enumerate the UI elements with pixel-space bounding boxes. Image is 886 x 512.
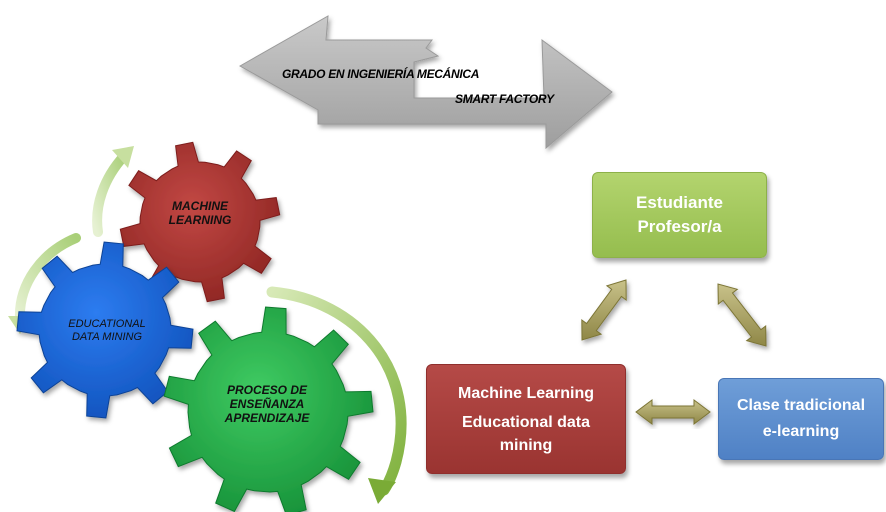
gear-ml-line-1: MACHINE (172, 199, 228, 213)
box-clase-line-2: e-learning (762, 423, 840, 440)
gear-proceso (163, 306, 374, 512)
box-estudiante-line-2: Profesor/a (637, 217, 722, 236)
gear-proceso-line-1: PROCESO DE (226, 383, 307, 397)
connector-machine-learning-clase (635, 399, 711, 425)
box-estudiante-line-1: Estudiante (636, 193, 723, 212)
gear-machine-learning-label: MACHINE LEARNING (150, 199, 250, 228)
banner-line-2: SMART FACTORY (455, 92, 554, 106)
connector-estudiante-clase (717, 283, 767, 347)
box-ml-line-1: Machine Learning (457, 384, 595, 402)
box-estudiante-profesor: Estudiante Profesor/a (592, 172, 767, 258)
gear-ml-line-2: LEARNING (168, 212, 232, 227)
gear-edm-line-1: EDUCATIONAL (68, 318, 146, 330)
connector-estudiante-machine-learning (581, 279, 627, 341)
cycle-arrow-top (92, 146, 134, 237)
gear-proceso-line-3: APRENDIZAJE (224, 410, 310, 425)
gear-machine-learning (119, 141, 281, 303)
banner-line-1: GRADO EN INGENIERÍA MECÁNICA (282, 67, 480, 81)
cycle-arrow-right (266, 286, 407, 504)
box-ml-line-3: mining (499, 436, 553, 454)
gear-educational-data-mining (16, 241, 194, 419)
box-machine-learning: Machine Learning Educational data mining (426, 364, 626, 474)
box-clase-tradicional: Clase tradicional e-learning (718, 378, 884, 460)
gear-proceso-label: PROCESO DE ENSEÑANZA APRENDIZAJE (212, 383, 322, 425)
gear-proceso-line-2: ENSEÑANZA (229, 396, 305, 411)
banner-double-arrow (238, 15, 613, 150)
box-clase-line-1: Clase tradicional (736, 397, 866, 414)
box-ml-line-2: Educational data (461, 413, 591, 431)
gear-edm-line-2: DATA MINING (71, 330, 143, 343)
gear-edm-label: EDUCATIONAL DATA MINING (52, 318, 162, 343)
